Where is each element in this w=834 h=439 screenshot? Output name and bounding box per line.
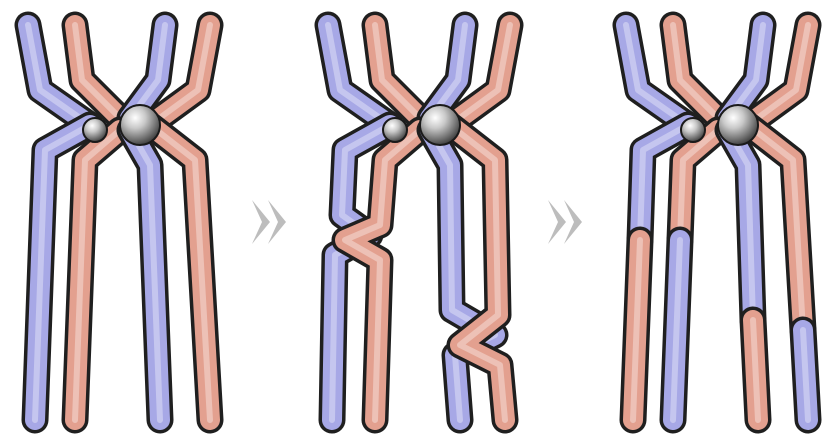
chevron-icon xyxy=(268,200,286,244)
centromere xyxy=(120,105,160,145)
centromere xyxy=(420,105,460,145)
centromere-back xyxy=(383,118,407,142)
chromatid-lower-arm-swapped xyxy=(673,240,680,420)
chromatid-lower-arm xyxy=(130,130,160,420)
chromatid-lower-arm xyxy=(680,130,718,240)
panel-after-crossover xyxy=(626,25,808,420)
chromatid-lower-arm-swapped xyxy=(803,330,808,420)
chevron-icon xyxy=(548,200,566,244)
panel-crossing-over xyxy=(328,25,510,420)
chromatid-lower-arm-swapped xyxy=(633,240,640,420)
chevron-icon xyxy=(252,200,270,244)
chevron-icon xyxy=(564,200,582,244)
centromere-back xyxy=(83,118,107,142)
centromere xyxy=(718,105,758,145)
chromatid-lower-arm xyxy=(75,130,120,420)
chromatid-lower-arm xyxy=(728,130,753,320)
double-chevron-arrow-icon xyxy=(548,200,582,244)
double-chevron-arrow-icon xyxy=(252,200,286,244)
centromere-back xyxy=(681,118,705,142)
panel-before-crossover xyxy=(28,25,210,420)
chromatid-lower-arm-swapped xyxy=(753,320,758,420)
